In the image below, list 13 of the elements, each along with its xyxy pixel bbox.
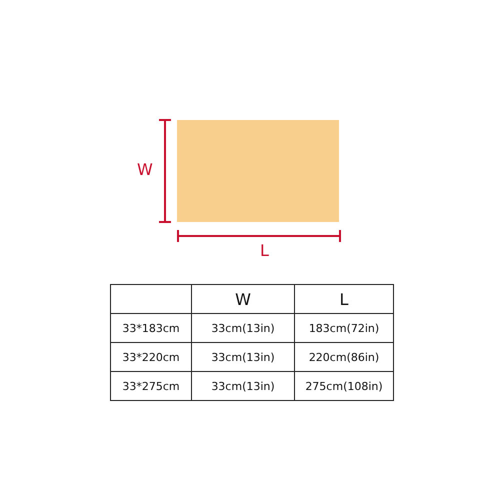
column-header: L: [294, 284, 394, 314]
row-header: 33*220cm: [110, 342, 192, 372]
dimension-label: L: [260, 241, 269, 260]
dimension-label: W: [137, 160, 153, 179]
table-cell: 33cm(13in): [192, 372, 294, 400]
row-header: 33*183cm: [110, 314, 192, 342]
table-cell: 183cm(72in): [294, 314, 394, 342]
table-cell: 33cm(13in): [192, 342, 294, 372]
row-header: 33*275cm: [110, 372, 192, 400]
table-cell: 220cm(86in): [294, 342, 394, 372]
table-cell: 275cm(108in): [294, 372, 394, 400]
table-cell: 33cm(13in): [192, 314, 294, 342]
column-header: W: [192, 284, 294, 314]
